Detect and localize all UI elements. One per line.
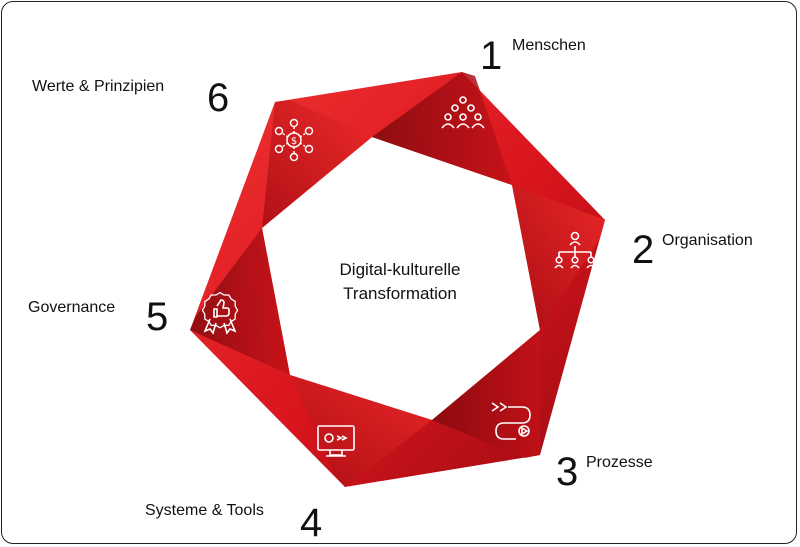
segment-2-label: Organisation <box>662 232 753 249</box>
segment-2-number: 2 <box>632 228 655 272</box>
segment-5-number: 5 <box>146 295 169 339</box>
center-title-line2: Transformation <box>343 284 457 303</box>
segment-6-number: 6 <box>207 76 230 120</box>
award-thumbs-up-icon <box>201 291 239 335</box>
org-chart-icon <box>554 231 596 269</box>
svg-text:$: $ <box>291 136 297 147</box>
segment-3-label: Prozesse <box>586 454 653 471</box>
segment-3-number: 3 <box>556 450 579 494</box>
fold-4 <box>290 375 432 487</box>
segment-6-label: Werte & Prinzipien <box>32 78 165 95</box>
segment-1-label: Menschen <box>512 37 586 54</box>
monitor-settings-icon <box>317 425 355 457</box>
fold-5 <box>190 228 290 375</box>
fold-6 <box>262 100 372 228</box>
center-title-line1: Digital-kulturelle <box>339 260 461 279</box>
fold-3 <box>432 330 540 458</box>
values-network-icon: $ <box>274 118 314 162</box>
segment-4-number: 4 <box>300 501 323 545</box>
fold-1 <box>372 72 512 185</box>
people-group-icon <box>441 96 485 129</box>
segment-1-number: 1 <box>480 34 503 78</box>
segment-5-label: Governance <box>28 299 116 316</box>
segment-4-label: Systeme & Tools <box>145 502 264 519</box>
center-title: Digital-kulturelle Transformation <box>300 258 500 306</box>
process-flow-icon <box>491 402 531 440</box>
